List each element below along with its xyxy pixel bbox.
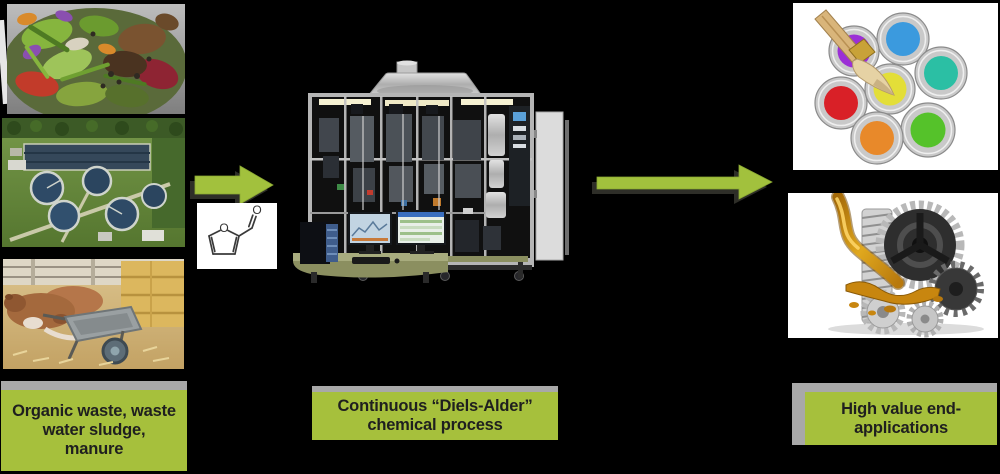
- inputs-label-box: Organic waste, waste water sludge, manur…: [1, 381, 187, 471]
- outputs-label-box: High value end- applications: [792, 383, 997, 445]
- organic-food-waste-photo: [7, 4, 185, 114]
- inputs-label-line: manure: [64, 440, 124, 458]
- carbonyl-oxygen-label: O: [252, 203, 261, 217]
- paint-can-green: [900, 102, 956, 158]
- small-gear-mid: [906, 300, 944, 338]
- flow-arrow-right-icon: [592, 164, 773, 204]
- pilot-plant-process-unit-photo: [293, 60, 569, 283]
- outputs-label-line: High value end-: [841, 399, 961, 418]
- process-label-line: Continuous “Diels-Alder”: [337, 397, 533, 415]
- process-label-line: chemical process: [367, 416, 503, 434]
- wastewater-treatment-plant-photo: [2, 118, 185, 247]
- paint-can-blue: [876, 12, 930, 66]
- oil-stream: [831, 193, 943, 316]
- oiled-gears-photo: [788, 193, 998, 338]
- paint-brush-icon: [814, 9, 895, 96]
- paint-can-orange: [850, 111, 904, 165]
- inputs-label-line: water sludge,: [42, 421, 146, 439]
- flow-arrow-left-icon: [190, 165, 274, 209]
- outputs-label: High value end- applications: [805, 392, 997, 445]
- furfural-structure: O O: [197, 203, 277, 269]
- paint-cans-photo: [793, 3, 998, 170]
- paint-can-teal: [914, 46, 968, 100]
- paint-can-red: [814, 76, 868, 130]
- outputs-label-line: applications: [854, 418, 948, 437]
- ring-oxygen-label: O: [219, 221, 228, 235]
- inputs-label-line: Organic waste, waste: [12, 402, 176, 420]
- cows-manure-photo: [3, 259, 184, 369]
- process-label: Continuous “Diels-Alder” chemical proces…: [312, 392, 558, 440]
- monitor-right: [396, 210, 446, 254]
- large-gear: [875, 200, 965, 290]
- monitor-left: [348, 212, 392, 254]
- inputs-label: Organic waste, waste water sludge, manur…: [1, 390, 187, 471]
- process-label-box: Continuous “Diels-Alder” chemical proces…: [312, 386, 558, 440]
- pc-tower: [300, 222, 338, 264]
